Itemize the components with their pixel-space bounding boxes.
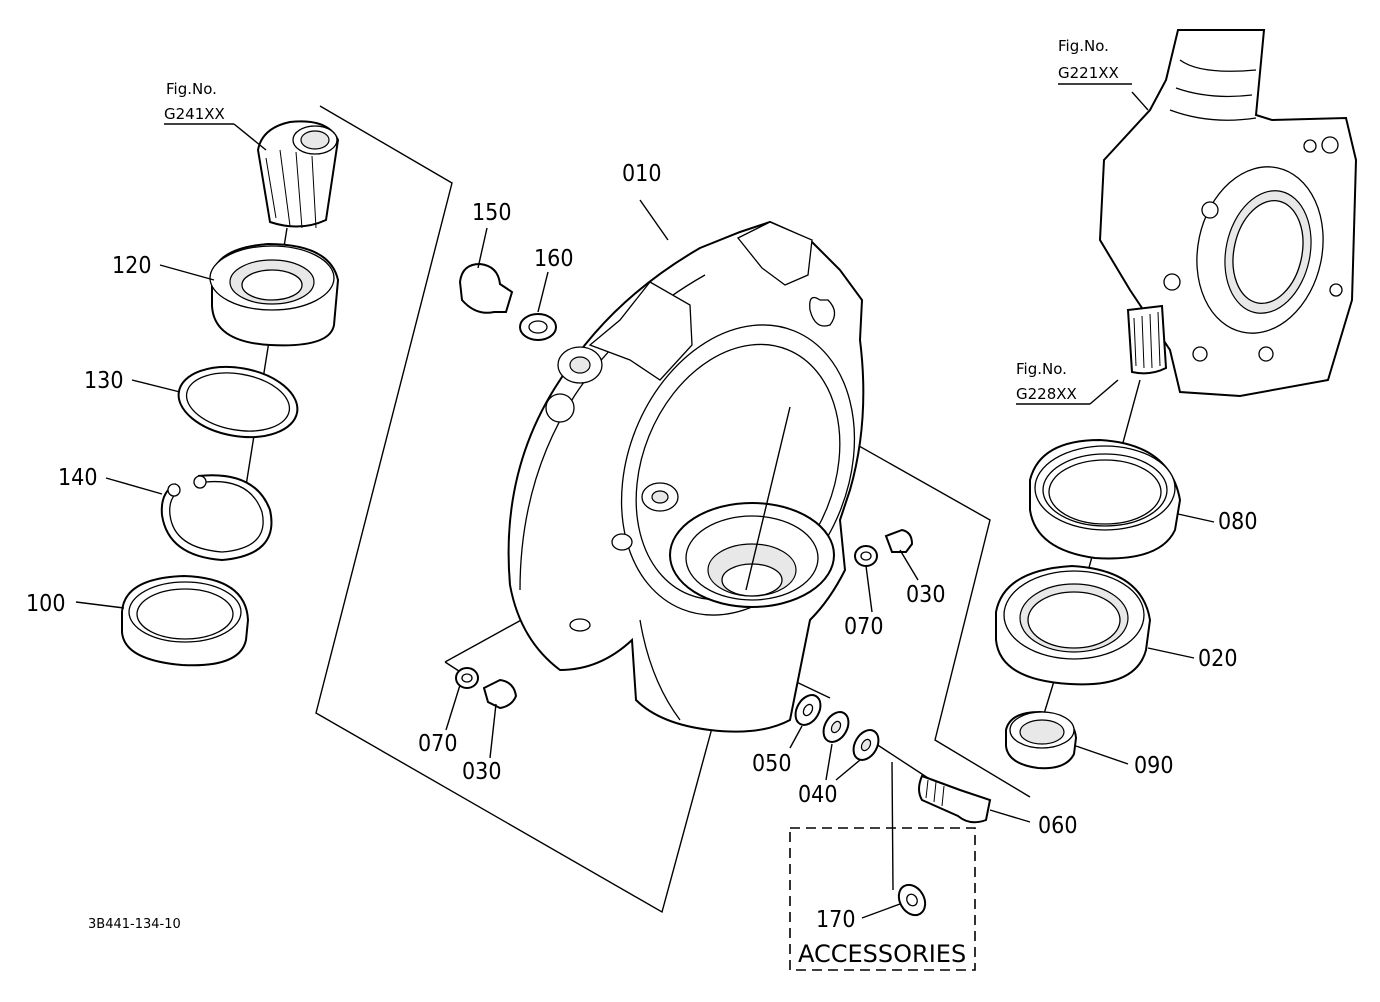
part-label-100[interactable]: 100 <box>26 591 66 617</box>
shaft-g228 <box>1126 304 1168 375</box>
fig-ref-g228[interactable]: Fig.No. G228XX <box>1016 360 1077 403</box>
pin-060 <box>918 774 992 824</box>
part-label-030-left[interactable]: 030 <box>462 759 502 785</box>
snap-ring-140 <box>160 474 273 562</box>
shim-040 <box>822 711 880 761</box>
part-label-130[interactable]: 130 <box>84 368 124 394</box>
drawing-code: 3B441-134-10 <box>88 917 181 932</box>
part-label-080[interactable]: 080 <box>1218 509 1258 535</box>
bearing-120 <box>209 242 340 347</box>
part-label-150[interactable]: 150 <box>472 200 512 226</box>
part-label-020[interactable]: 020 <box>1198 646 1238 672</box>
part-label-170[interactable]: 170 <box>816 907 856 933</box>
pinion-gear <box>256 120 340 229</box>
fig-ref-g221[interactable]: Fig.No. G221XX <box>1058 37 1119 82</box>
washer-160 <box>519 313 557 341</box>
fig-ref-g241[interactable]: Fig.No. G241XX <box>164 80 225 123</box>
oil-seal-080 <box>1029 438 1182 560</box>
svg-text:Fig.No.: Fig.No. <box>1016 360 1067 378</box>
part-label-060[interactable]: 060 <box>1038 813 1078 839</box>
svg-text:G221XX: G221XX <box>1058 64 1119 82</box>
bearing-020 <box>995 564 1152 686</box>
gear-case-housing-010 <box>507 220 865 733</box>
part-labels: 010 020 030 030 040 050 060 070 070 080 … <box>26 161 1258 933</box>
bolt-030-left <box>482 678 518 710</box>
plug-150 <box>458 262 514 314</box>
part-label-010[interactable]: 010 <box>622 161 662 187</box>
accessories-box <box>789 761 976 971</box>
part-label-090[interactable]: 090 <box>1134 753 1174 779</box>
axle-case-g221 <box>1098 29 1358 398</box>
part-label-030-right[interactable]: 030 <box>906 582 946 608</box>
washer-170 <box>897 883 927 917</box>
part-label-070-left[interactable]: 070 <box>418 731 458 757</box>
part-label-160[interactable]: 160 <box>534 246 574 272</box>
washer-070-right <box>854 545 878 567</box>
shim-130 <box>177 365 299 439</box>
part-label-070-right[interactable]: 070 <box>844 614 884 640</box>
part-label-040[interactable]: 040 <box>798 782 838 808</box>
accessories-label: ACCESSORIES <box>798 940 966 968</box>
svg-text:Fig.No.: Fig.No. <box>166 80 217 98</box>
part-label-050[interactable]: 050 <box>752 751 792 777</box>
oil-seal-100 <box>121 574 250 667</box>
svg-text:Fig.No.: Fig.No. <box>1058 37 1109 55</box>
svg-text:G228XX: G228XX <box>1016 385 1077 403</box>
part-label-120[interactable]: 120 <box>112 253 152 279</box>
collar-090 <box>1005 710 1078 770</box>
bolt-030-right <box>884 528 914 553</box>
washer-050 <box>794 694 822 726</box>
svg-text:G241XX: G241XX <box>164 105 225 123</box>
washer-070-left <box>455 667 479 689</box>
part-label-140[interactable]: 140 <box>58 465 98 491</box>
